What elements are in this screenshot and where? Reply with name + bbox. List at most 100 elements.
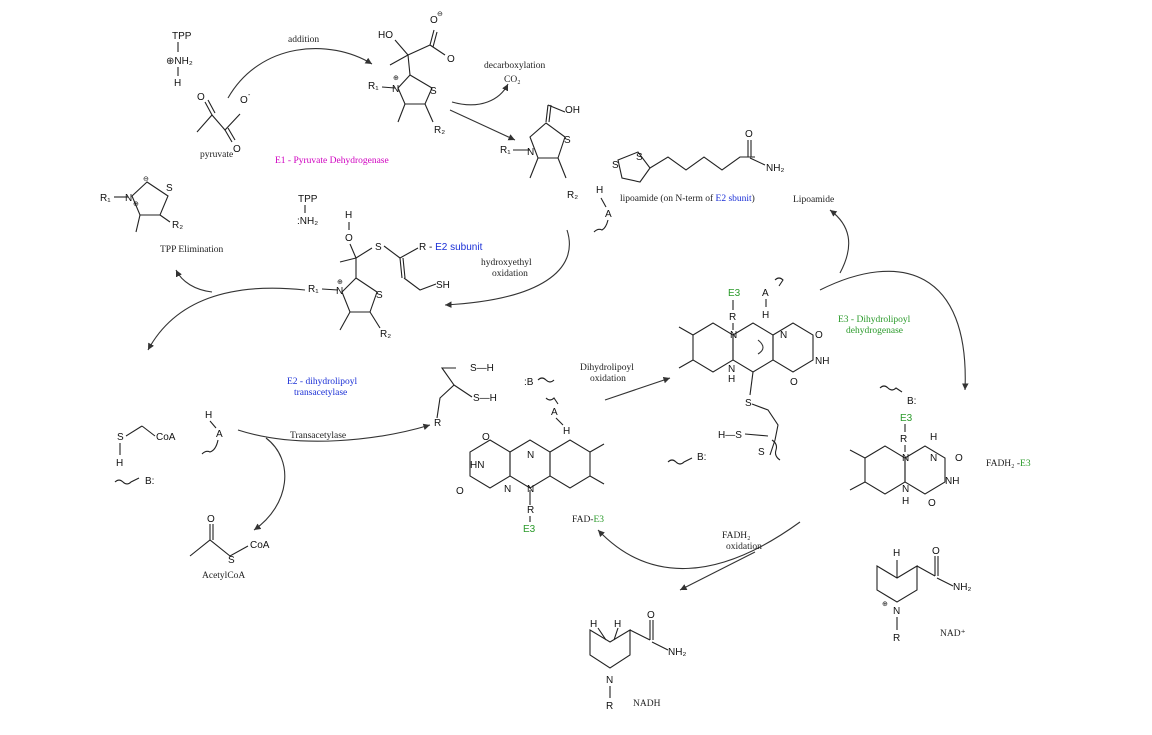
e2-subunit-r: R - E2 subunit: [419, 242, 483, 253]
svg-text:O: O: [815, 330, 823, 341]
fadh2-oxidation-label-2: oxidation: [726, 542, 762, 552]
pyruvate-molecule: O O O - pyruvate: [196, 92, 251, 160]
svg-text:N: N: [125, 193, 132, 204]
acetylcoa-label: AcetylCoA: [202, 571, 245, 581]
base-b-2: :B: [524, 377, 555, 388]
svg-text:R₂: R₂: [567, 190, 578, 201]
svg-text:O: O: [932, 546, 940, 557]
svg-text:R: R: [900, 434, 907, 445]
acid-ha-4: A H: [762, 277, 784, 321]
fad-flavin: HN O O N N N R E3: [456, 432, 605, 535]
svg-text:O: O: [647, 610, 655, 621]
e2-enzyme-label-2: transacetylase: [294, 388, 347, 398]
tpp-lipoyl-adduct: TPP :NH₂ H O S R - E2 subunit SH R₁ N ⊕ …: [297, 194, 483, 340]
nh2-neutral-label: :NH₂: [297, 216, 318, 227]
svg-text:HN: HN: [470, 460, 484, 471]
tpp-label: TPP: [172, 31, 192, 42]
svg-text:N: N: [504, 484, 511, 495]
svg-text:A: A: [762, 288, 769, 299]
svg-text:N: N: [606, 675, 613, 686]
svg-text:B:: B:: [907, 396, 916, 407]
svg-text:S: S: [117, 432, 124, 443]
svg-text:CoA: CoA: [156, 432, 176, 443]
svg-text:S: S: [636, 152, 643, 163]
lipoamide-molecule: S S O NH₂ lipoamide (on N-term of E2 sbu…: [612, 129, 784, 204]
svg-text:HO: HO: [378, 30, 393, 41]
svg-text:OH: OH: [565, 105, 580, 116]
svg-text:-: -: [248, 92, 251, 99]
svg-text:N: N: [336, 286, 343, 297]
svg-text:H: H: [174, 78, 181, 89]
svg-text:O: O: [456, 486, 464, 497]
decarboxylation-arrow: [451, 83, 509, 106]
svg-text:H: H: [902, 496, 909, 507]
svg-text:H: H: [563, 426, 570, 437]
svg-text:N: N: [392, 84, 399, 95]
acid-ha-1: H A: [593, 185, 612, 233]
co2-label: CO₂: [504, 75, 521, 85]
nad-plus-molecule: H O NH₂ N ⊕ R NAD⁺: [876, 546, 971, 644]
svg-text:NH₂: NH₂: [953, 582, 971, 593]
svg-text:H: H: [930, 432, 937, 443]
tpp-elimination-label: TPP Elimination: [160, 245, 223, 255]
dihydrolipoyl-oxidation-label-1: Dihydrolipoyl: [580, 363, 634, 373]
svg-text:S—H: S—H: [473, 393, 497, 404]
hydroxyethyl-oxidation-arrow: [444, 229, 570, 308]
svg-text:⊕: ⊕: [882, 601, 888, 608]
svg-text:H—S: H—S: [718, 430, 742, 441]
svg-text:NH₂: NH₂: [766, 163, 784, 174]
svg-text:R₂: R₂: [434, 125, 445, 136]
acid-ha-2: H A: [201, 410, 223, 455]
fadh2-e3-label: FADH₂ -E3: [986, 459, 1031, 469]
svg-text:O: O: [482, 432, 490, 443]
svg-text:R₁: R₁: [100, 193, 111, 204]
tpp-top-group: TPP ⊕NH₂ H: [166, 31, 193, 89]
svg-text:O: O: [233, 144, 241, 155]
svg-text:A: A: [605, 209, 612, 220]
base-b-4: B:: [879, 385, 916, 407]
svg-text:N: N: [902, 484, 909, 495]
svg-text:O: O: [430, 15, 438, 26]
svg-text:⊕: ⊕: [337, 279, 343, 286]
nadh-label: NADH: [633, 699, 661, 709]
svg-text:H: H: [728, 374, 735, 385]
svg-text:B:: B:: [697, 452, 706, 463]
svg-text:S: S: [228, 555, 235, 566]
hydroxyethyl-oxidation-label-2: oxidation: [492, 269, 528, 279]
svg-text:S: S: [612, 160, 619, 171]
svg-text:N: N: [527, 450, 534, 461]
svg-text:N: N: [930, 453, 937, 464]
svg-text:S: S: [166, 183, 173, 194]
fadh2-oxidation-arrow: [597, 521, 801, 569]
svg-text:O: O: [447, 54, 455, 65]
svg-text:NH: NH: [815, 356, 829, 367]
svg-text:R: R: [434, 418, 441, 429]
flavin-lipoyl-intermediate: E3 R N N O NH O N H S H—S S: [678, 288, 829, 461]
svg-text:S: S: [376, 290, 383, 301]
tpp-pyruvate-adduct: HO O ⊖ O R₁ N ⊕ S R₂: [368, 11, 455, 136]
svg-text:N: N: [780, 330, 787, 341]
fad-e3-label: FAD-E3: [572, 515, 604, 525]
svg-text:N: N: [730, 330, 737, 341]
addition-label: addition: [288, 35, 319, 45]
svg-text:S—H: S—H: [470, 363, 494, 374]
svg-text:CoA: CoA: [250, 540, 270, 551]
base-b-3: B:: [667, 452, 706, 465]
svg-text:H: H: [116, 458, 123, 469]
svg-text:R₂: R₂: [172, 220, 183, 231]
svg-text:R₁: R₁: [308, 284, 319, 295]
svg-text:O: O: [197, 92, 205, 103]
svg-text:A: A: [551, 407, 558, 418]
svg-text:N: N: [527, 484, 534, 495]
addition-arrow: [227, 48, 373, 99]
lipoamide-caption: lipoamide (on N-term of E2 sbunit): [620, 193, 755, 204]
svg-text:⊖: ⊖: [143, 176, 149, 183]
svg-text:R: R: [606, 701, 613, 712]
e3-enzyme-label-2: dehydrogenase: [846, 326, 903, 336]
svg-text:NH: NH: [945, 476, 959, 487]
dihydrolipoyl-oxidation-label-2: oxidation: [590, 374, 626, 384]
svg-text:O: O: [790, 377, 798, 388]
base-b-1: B:: [114, 476, 154, 487]
svg-text:R₁: R₁: [368, 81, 379, 92]
